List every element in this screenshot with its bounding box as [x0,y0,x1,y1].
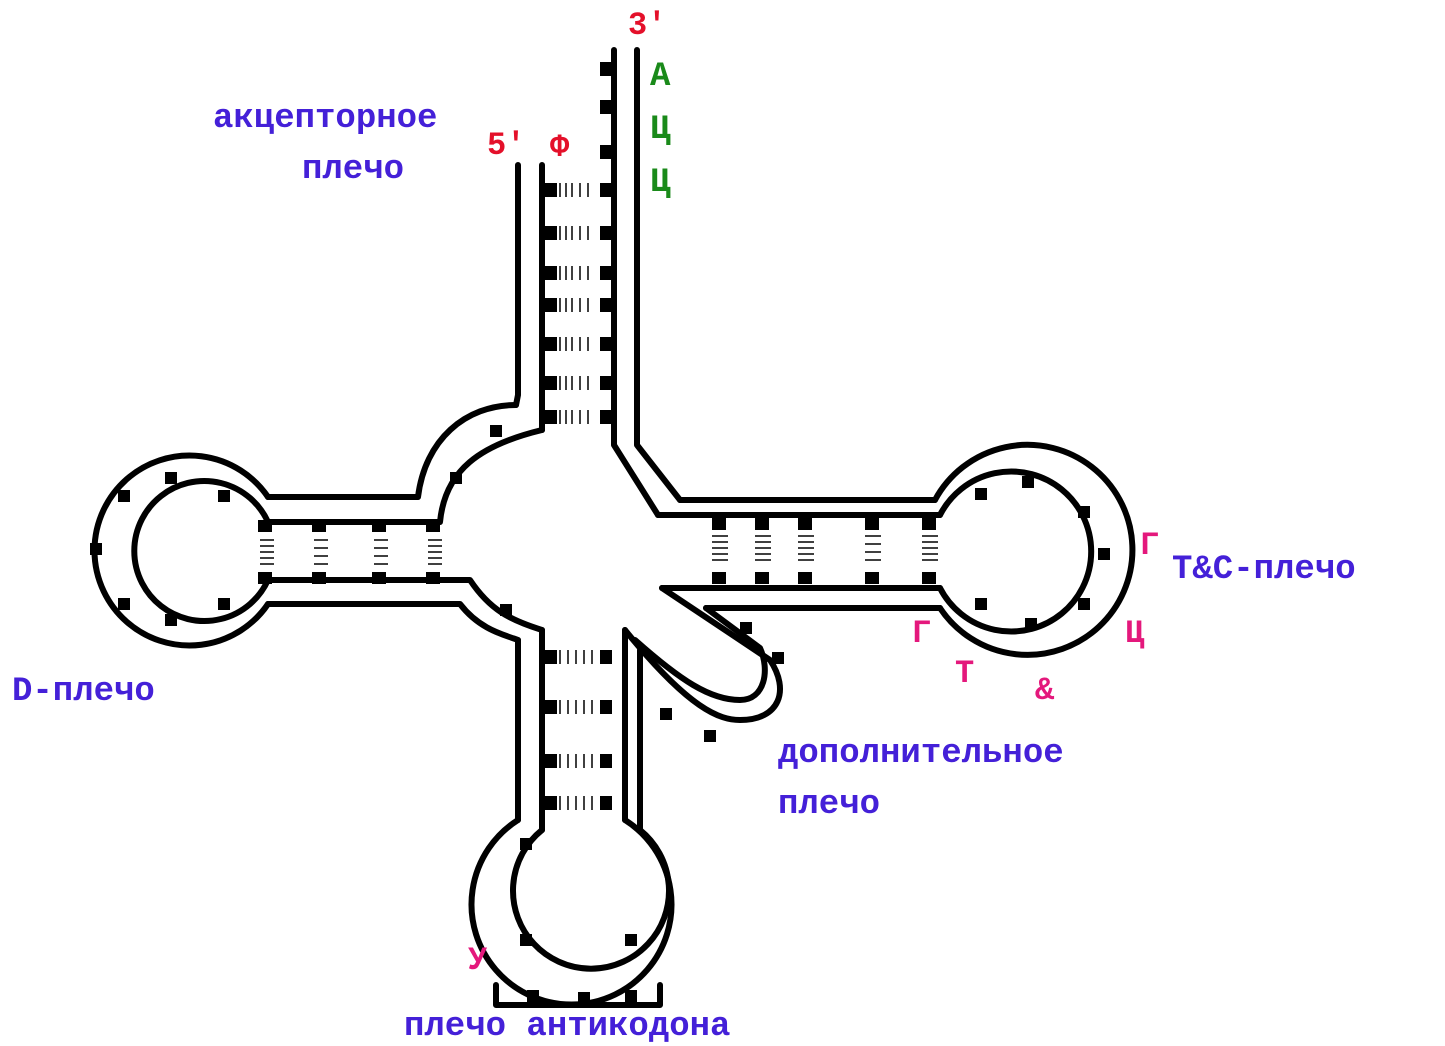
anticodon-loop-outer [468,817,675,1008]
anticodon-arm-label: плечо антикодона [404,1008,731,1046]
d-arm-bottom-outer [265,601,521,643]
tc-arm-label: T&C-плечо [1172,551,1356,589]
cca-tail-a: А [650,58,671,96]
cca-tail-c1: Ц [650,111,671,149]
five-prime-end-label: 5' [487,127,526,164]
anticodon-bracket [493,982,663,1008]
d-loop-inner [131,478,271,624]
t-loop-inner [937,468,1095,635]
d-arm-bottom-inner [265,577,545,633]
anticodon-loop-inner [510,827,672,972]
variable-arm-inner [632,605,768,703]
acceptor-stem-3prime-outer [611,47,661,518]
tc-loop-g-left: Г [912,615,932,652]
acceptor-stem-5prime-strand [513,162,521,408]
anticodon-u-label: У [468,942,488,979]
d-arm-top-inner [265,427,545,525]
extra-arm-label-line2: плечо [778,786,881,824]
base-ticks [90,62,1110,1004]
tc-loop-amp: & [1035,672,1055,709]
tc-loop-c: Ц [1125,615,1145,652]
three-prime-end-label: 3' [628,7,667,44]
phi-nucleotide-label: Ф [550,129,570,166]
extra-arm-label-line1: дополнительное [778,735,1064,773]
tc-loop-g-right: Г [1140,527,1160,564]
t-loop-outer [932,441,1136,658]
tc-loop-t: Т [955,655,975,692]
acceptor-arm-label-line2: плечо [302,151,405,189]
cca-tail-c2: Ц [650,164,671,202]
base-pair-hatching [260,183,938,810]
variable-arm-outer [622,585,783,723]
d-arm-top-outer [265,402,519,500]
acceptor-stem-3prime-inner [634,47,683,503]
d-arm-label: D-плечо [12,673,155,711]
acceptor-arm-label-line1: акцепторное [213,100,438,138]
